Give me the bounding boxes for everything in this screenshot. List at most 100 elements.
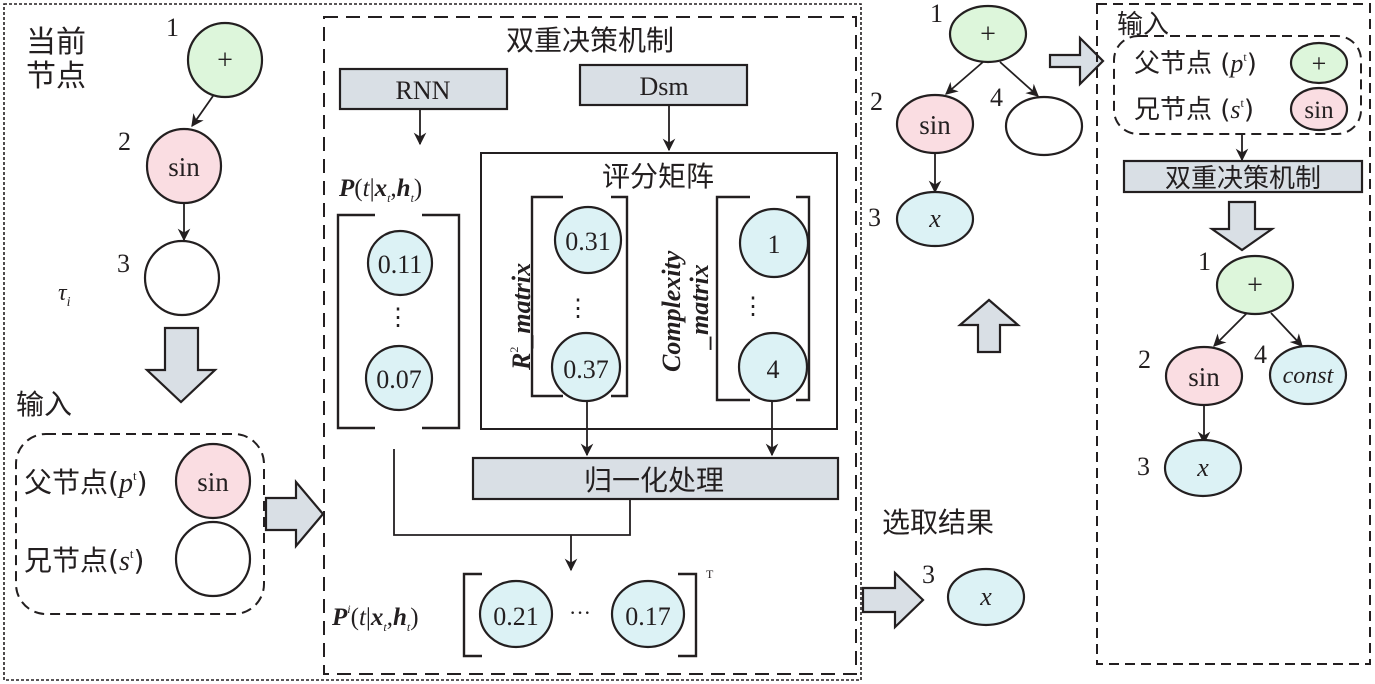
tree-node-empty: [143, 239, 221, 317]
result-value: 0.21: [493, 602, 539, 631]
right-panel-frame-full: [1096, 3, 1371, 665]
tree-node-const: [1268, 344, 1348, 406]
score-matrix-box: [480, 152, 838, 430]
tree-node-plus: [1215, 254, 1295, 316]
mechanism-box: [1122, 159, 1364, 194]
r2-value: 0.31: [565, 227, 611, 256]
up-arrow-icon: [957, 298, 1021, 354]
edge-arrow: [945, 61, 984, 95]
vertical-ellipsis: ⋮: [566, 296, 590, 322]
right-arrow-icon: [1048, 35, 1105, 87]
node-index: 4: [990, 83, 1003, 112]
tree-node-plus: [948, 4, 1028, 64]
node-label: +: [980, 19, 996, 50]
edge-arrow: [999, 61, 1039, 97]
prob-value: 0.11: [378, 250, 423, 279]
node-label: sin: [168, 152, 200, 182]
node-index: 3: [922, 560, 935, 589]
sibling-node-label: 兄节点 (st): [1134, 95, 1254, 125]
sibling-node-sin: [1289, 86, 1349, 132]
result-value-node: [610, 579, 686, 649]
tree-node-x: [895, 190, 975, 248]
node-index: 4: [1254, 340, 1267, 369]
left-panel: 当前 节点 1 + 2 sin 3 τi 输入 父节点(pt) sin 兄节点(…: [15, 13, 325, 615]
node-label: +: [1247, 270, 1263, 301]
tree-node-empty: [1004, 95, 1084, 157]
edge-arrow: [1213, 312, 1248, 347]
sibling-node-label: 兄节点(st): [24, 544, 144, 577]
down-arrow-icon: [144, 326, 218, 404]
input-group: [15, 433, 265, 615]
node-label: sin: [919, 110, 951, 140]
mechanism-title: 双重决策机制: [506, 24, 674, 57]
parent-node-label: 父节点 (pt): [1134, 49, 1257, 79]
parent-node-label: 父节点(pt): [24, 466, 148, 499]
prob-value-node: [366, 229, 434, 297]
sibling-node-empty: [174, 520, 252, 598]
tau-label: τi: [58, 280, 71, 310]
node-index: 2: [118, 127, 131, 156]
bracket-right: [611, 195, 629, 398]
right-arrow-icon: [264, 478, 325, 550]
input-label: 输入: [16, 388, 72, 421]
r2-value-node: [550, 331, 622, 403]
mechanism-box-label: 双重决策机制: [1165, 164, 1321, 194]
complexity-label-line2: _matrix: [685, 264, 714, 350]
current-node-title-line1: 当前: [26, 25, 86, 60]
horizontal-ellipsis: ···: [569, 600, 591, 625]
node-index: 2: [870, 87, 883, 116]
middle-tree: 1 + 2 sin 4 3 x 选取结果 3 x: [861, 0, 1105, 630]
normalize-box: [471, 456, 840, 501]
tree-node-plus: [186, 21, 264, 99]
node-label: sin: [1188, 362, 1220, 392]
node-index: 3: [868, 203, 881, 232]
prob-value: 0.07: [376, 365, 422, 394]
vertical-ellipsis: ⋮: [386, 305, 410, 331]
node-index: 1: [1198, 247, 1211, 276]
node-label: x: [1196, 453, 1209, 482]
edge-arrow: [1270, 312, 1303, 347]
complexity-value-node: [737, 331, 809, 403]
node-label: sin: [1304, 97, 1334, 124]
node-index: 1: [930, 0, 943, 28]
parent-node-plus: [1289, 41, 1349, 85]
selected-node-x: [946, 567, 1026, 627]
bracket-left: [715, 195, 750, 402]
score-matrix-title: 评分矩阵: [602, 160, 714, 193]
result-prob-label: Pi(t|xt,ht): [331, 602, 419, 634]
bracket-right: [422, 213, 461, 430]
r2-value-node: [553, 205, 623, 275]
complexity-label-line1: Complexity: [657, 250, 686, 372]
node-label: x: [979, 582, 992, 611]
right-arrow-icon: [861, 570, 925, 630]
bracket-left: [336, 213, 375, 430]
bracket-left: [530, 195, 563, 398]
parent-node-sin: [174, 442, 252, 520]
bracket-right: [796, 195, 811, 402]
right-panel: 输入 父节点 (pt) + 兄节点 (st) sin 双重决策机制 1 + 2 …: [1096, 3, 1371, 665]
complexity-value-node: [738, 207, 810, 279]
node-label: x: [928, 204, 941, 233]
node-label: +: [217, 45, 233, 76]
down-arrow-icon: [1208, 200, 1276, 252]
merge-line: [393, 449, 631, 536]
input-group: [1113, 35, 1362, 135]
select-result-label: 选取结果: [882, 506, 994, 539]
prob-value-node: [364, 344, 434, 412]
bracket-right: [678, 572, 698, 658]
result-value: 0.17: [625, 602, 671, 631]
node-label: sin: [197, 467, 229, 497]
node-label: const: [1283, 363, 1335, 389]
node-index: 3: [1137, 452, 1150, 481]
mechanism-frame: [323, 16, 857, 675]
edge-arrow: [191, 95, 214, 128]
result-value-node: [478, 579, 554, 649]
bracket-left: [462, 572, 482, 658]
node-label: +: [1312, 49, 1327, 78]
node-index: 2: [1138, 345, 1151, 374]
dsm-box: [578, 63, 749, 107]
rnn-box: [338, 67, 509, 111]
complexity-value: 1: [768, 230, 781, 259]
rnn-label: RNN: [396, 76, 451, 105]
